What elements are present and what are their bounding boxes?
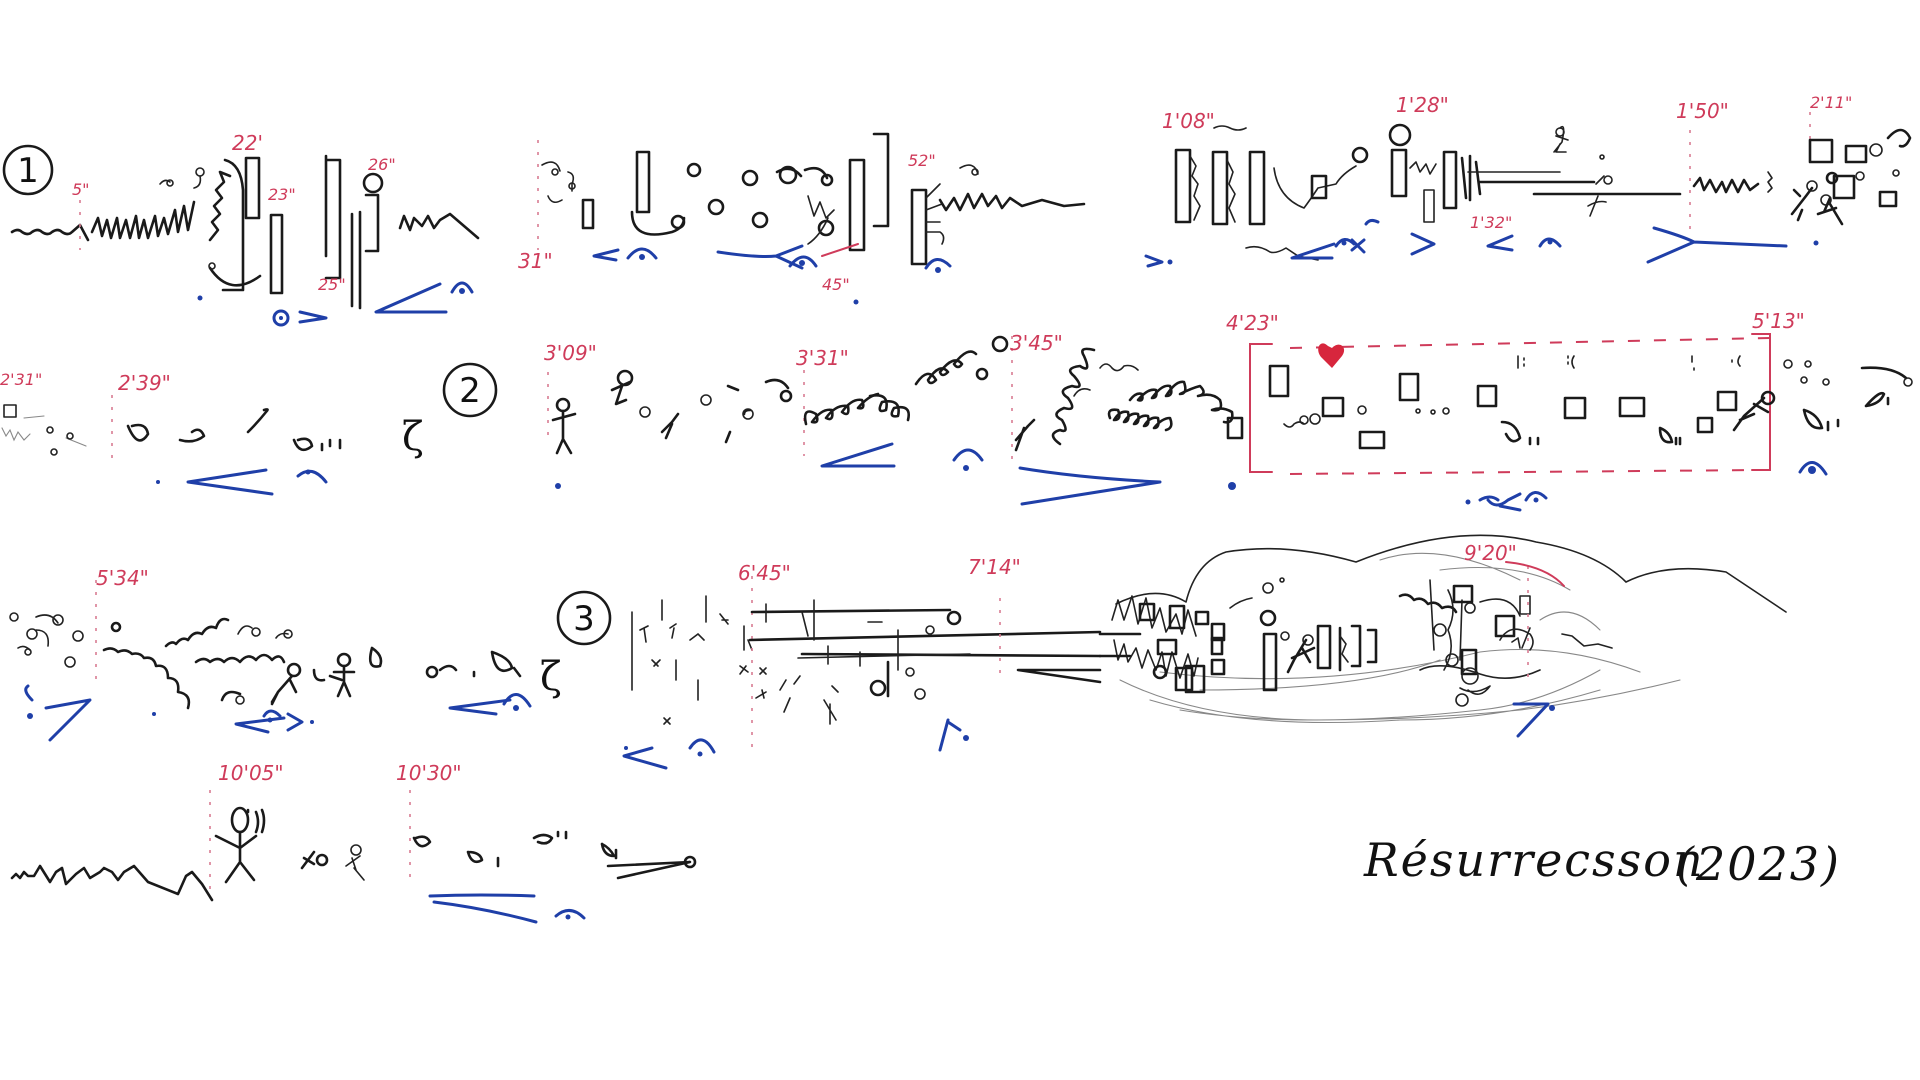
- bar-shape: [324, 154, 342, 280]
- section-3-marker: 3: [556, 590, 612, 646]
- time-marker: 1'50": [1676, 99, 1729, 123]
- time-marker: 1'08": [1162, 109, 1215, 133]
- spiral-chain: [102, 647, 191, 710]
- bar-shape: [269, 213, 284, 295]
- diminuendo-blue: [1018, 466, 1162, 506]
- crescendo-blue: [1290, 242, 1336, 260]
- time-marker: 5'34": [96, 566, 149, 590]
- section-2-marker: 2: [442, 362, 498, 418]
- crescendo-blue: [820, 442, 896, 468]
- time-marker: 26": [368, 155, 396, 174]
- section-break-symbol: ζ: [402, 414, 424, 460]
- time-marker: 23": [268, 185, 296, 204]
- scribble-cluster: [208, 170, 232, 242]
- spiral-chain: [1107, 408, 1173, 432]
- time-marker: 10'30": [396, 761, 462, 785]
- crescendo-blue: [592, 248, 620, 262]
- section-number: 3: [573, 599, 595, 639]
- time-marker: 52": [908, 151, 936, 170]
- listen-symbol: [450, 281, 474, 294]
- row-4: 10'05" 10'30" Résurrecsson (2023): [10, 761, 1841, 924]
- time-marker: 22': [232, 131, 263, 155]
- time-marker: 6'45": [738, 561, 791, 585]
- time-marker: 2'31": [0, 370, 42, 389]
- time-marker: 3'31": [796, 346, 849, 370]
- time-marker: 25": [318, 275, 346, 294]
- bar-shape: [848, 158, 866, 252]
- time-marker: 5": [72, 180, 90, 199]
- crescendo-blue: [448, 698, 512, 716]
- circle-mark: [362, 172, 384, 194]
- spiral-chain: [914, 350, 978, 386]
- stick-figure: [214, 830, 258, 884]
- section-break-symbol: ζ: [540, 654, 562, 700]
- crescendo-blue: [428, 893, 538, 924]
- time-marker: 10'05": [218, 761, 284, 785]
- row-2: 2'31" 2'39" ζ 2 3'09" 3'31": [0, 309, 1913, 512]
- stick-figure-head: [230, 806, 250, 834]
- bar-shape: [635, 150, 651, 214]
- row-1: 1 5" 22' 23" 25" 26": [2, 93, 1912, 327]
- section-1-marker: 1: [2, 144, 54, 196]
- bar-shape: [221, 158, 245, 292]
- time-marker: 3'45": [1010, 331, 1063, 355]
- boxed-region: 4'23" 5'13": [1226, 309, 1805, 475]
- spiral-chain: [164, 617, 230, 648]
- scribble-line: [10, 223, 90, 242]
- square-mark: [1563, 396, 1587, 420]
- time-marker: 4'23": [1226, 311, 1279, 335]
- scribble-cluster: [90, 200, 196, 240]
- spiral-chain: [1051, 347, 1096, 446]
- time-marker: 31": [518, 249, 553, 273]
- diminuendo-blue: [374, 282, 448, 314]
- time-marker: 45": [822, 275, 850, 294]
- time-marker: 2'11": [1810, 93, 1852, 112]
- square-mark: [1321, 396, 1345, 418]
- time-marker: 2'39": [118, 371, 171, 395]
- chaos-cloud: [1098, 534, 1787, 724]
- time-marker: 3'09": [544, 341, 597, 365]
- crescendo-blue: [298, 310, 328, 324]
- square-mark: [1268, 364, 1290, 398]
- time-marker: 1'32": [1470, 213, 1512, 232]
- spiral-chain: [194, 653, 286, 664]
- spiral-chain: [868, 394, 910, 422]
- heart-icon: [1318, 343, 1345, 368]
- square-mark: [1476, 384, 1498, 408]
- time-marker: 9'20": [1464, 541, 1517, 565]
- time-marker: 1'28": [1396, 93, 1449, 117]
- piece-year: (2023): [1676, 837, 1841, 891]
- spiral-chain: [1128, 380, 1234, 424]
- row-3: 5'34" ζ 3: [9, 534, 1787, 770]
- spiral-chain: [803, 392, 880, 426]
- section-number: 1: [17, 151, 39, 191]
- bar-shape: [581, 198, 595, 230]
- bar-shape: [244, 156, 261, 220]
- time-marker: 5'13": [1752, 309, 1805, 333]
- square-mark: [1398, 372, 1420, 402]
- red-curve: [1505, 561, 1565, 587]
- square-mark: [1358, 430, 1386, 450]
- crescendo-blue: [622, 746, 668, 770]
- crescendo-blue: [186, 468, 274, 496]
- listen-symbol: [272, 309, 290, 327]
- piece-title: Résurrecsson: [1363, 833, 1705, 887]
- square-mark: [1618, 396, 1646, 418]
- section-number: 2: [459, 371, 481, 411]
- crossing-arrows-blue: [1478, 492, 1522, 512]
- time-marker: 7'14": [968, 555, 1021, 579]
